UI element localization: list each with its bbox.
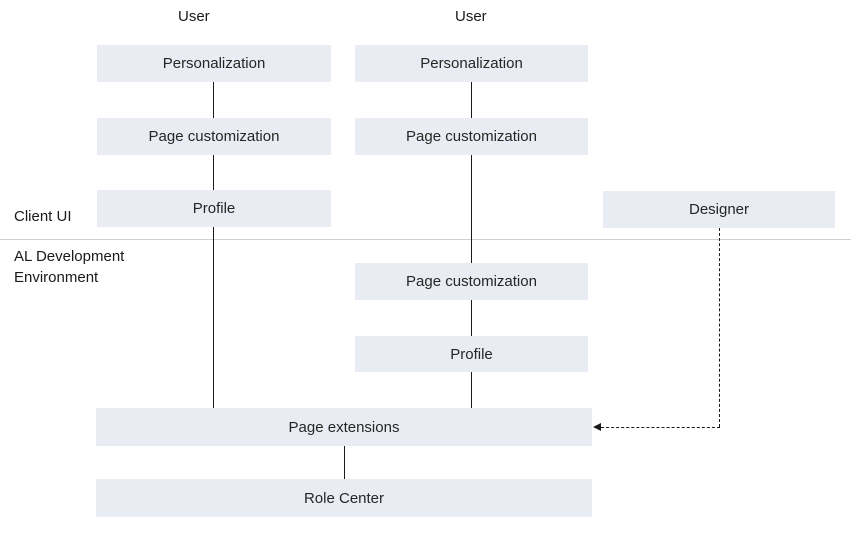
user-label-right: User — [455, 8, 487, 25]
connector-page-customization-right-across-layers — [471, 155, 472, 263]
node-page-customization-left: Page customization — [97, 118, 331, 155]
node-page-customization-right-top: Page customization — [355, 118, 588, 155]
node-role-center: Role Center — [96, 479, 592, 517]
connector-profile-left-to-page-extensions — [213, 227, 214, 408]
connector-personalization-to-page-customization-left — [213, 82, 214, 118]
connector-personalization-to-page-customization-right — [471, 82, 472, 118]
region-label-client-ui: Client UI — [14, 208, 72, 225]
layer-divider — [0, 239, 851, 240]
node-profile-left: Profile — [97, 190, 331, 227]
connector-profile-right-to-page-extensions — [471, 372, 472, 408]
node-personalization-left: Personalization — [97, 45, 331, 82]
node-page-customization-right-bottom: Page customization — [355, 263, 588, 300]
connector-designer-dashed-vertical — [719, 228, 720, 427]
user-label-left: User — [178, 8, 210, 25]
arrowhead-into-page-extensions — [593, 423, 601, 431]
region-label-al-dev-environment: AL Development Environment — [14, 248, 125, 286]
connector-page-customization-to-profile-right — [471, 300, 472, 336]
connector-page-extensions-to-role-center — [344, 446, 345, 479]
connector-designer-dashed-horizontal — [601, 427, 720, 428]
node-profile-right: Profile — [355, 336, 588, 372]
node-designer: Designer — [603, 191, 835, 228]
node-personalization-right: Personalization — [355, 45, 588, 82]
connector-page-customization-to-profile-left — [213, 155, 214, 190]
node-page-extensions: Page extensions — [96, 408, 592, 446]
